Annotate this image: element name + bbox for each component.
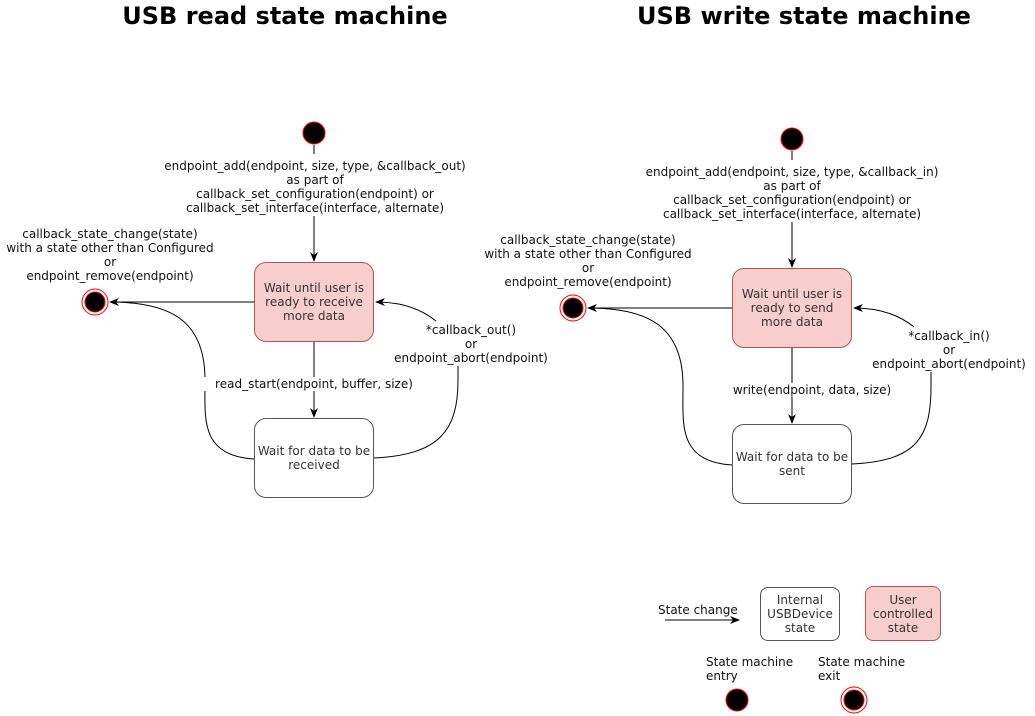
label-line: State machine (818, 655, 906, 669)
legend-entry-node (725, 688, 749, 712)
label-line: or (942, 343, 956, 357)
write-internal-state: Wait for data to be sent (732, 424, 852, 504)
read-forward-edge-label: read_start(endpoint, buffer, size) (204, 377, 424, 391)
label-line: callback_state_change(state) (22, 227, 198, 241)
label-line: endpoint_abort(endpoint) (394, 351, 548, 365)
label-line: or (103, 255, 117, 269)
write-back-edge-upper (853, 304, 915, 328)
read-exit-edge-label: callback_state_change(state) with a stat… (0, 227, 220, 283)
write-forward-edge-label: write(endpoint, data, size) (722, 383, 902, 397)
write-diagram-title: USB write state machine (637, 2, 971, 30)
write-back-edge-label: *callback_in() or endpoint_abort(endpoin… (866, 329, 1032, 371)
state-text-line: Internal (776, 593, 824, 607)
label-line: endpoint_remove(endpoint) (504, 275, 672, 289)
state-text-line: Wait until user is (263, 281, 365, 295)
read-back-edge-label: *callback_out() or endpoint_abort(endpoi… (388, 323, 554, 365)
read-user-state: Wait until user is ready to receive more… (254, 262, 374, 342)
label-line: or (581, 261, 595, 275)
label-line: callback_state_change(state) (500, 233, 676, 247)
label-line: entry (706, 669, 738, 683)
legend-internal-state: Internal USBDevice state (760, 587, 840, 641)
read-exit-node (84, 291, 106, 313)
state-text-line: received (288, 458, 340, 472)
state-text-line: sent (779, 464, 805, 478)
write-exit-edge-from-internal (587, 307, 733, 466)
legend-state-change-label: State change (658, 603, 738, 617)
legend-exit-node (843, 689, 865, 711)
label-line: callback_set_interface(interface, altern… (185, 201, 445, 215)
state-text-line: Wait until user is (741, 287, 843, 301)
read-internal-state: Wait for data to be received (254, 418, 374, 498)
label-line: endpoint_remove(endpoint) (26, 269, 194, 283)
read-entry-edge-label: endpoint_add(endpoint, size, type, &call… (150, 159, 480, 215)
state-text-line: controlled (873, 606, 933, 621)
label-line: with a state other than Configured (6, 241, 214, 255)
read-entry-node (302, 121, 326, 145)
label-line: *callback_in() (908, 329, 990, 343)
read-back-edge (373, 366, 459, 459)
label-line: callback_set_configuration(endpoint) or (196, 187, 434, 201)
read-diagram-title: USB read state machine (122, 2, 448, 30)
state-text-line: state (887, 620, 919, 635)
state-text-line: ready to send (750, 301, 834, 315)
write-exit-node (562, 297, 584, 319)
label-line: endpoint_add(endpoint, size, type, &call… (164, 159, 466, 173)
label-line: *callback_out() (425, 323, 517, 337)
label-line: callback_set_configuration(endpoint) or (673, 193, 911, 207)
label-line: exit (818, 669, 841, 683)
label-line: with a state other than Configured (484, 247, 692, 261)
write-entry-node (780, 127, 804, 151)
read-back-edge-upper (375, 298, 437, 322)
label-line: as part of (286, 173, 344, 187)
state-text-line: ready to receive (265, 295, 363, 309)
state-text-line: User (889, 592, 917, 607)
label-line: or (464, 337, 478, 351)
state-text-line: USBDevice (767, 607, 833, 621)
label-line: State machine (706, 655, 794, 669)
state-text-line: Wait for data to be (257, 444, 371, 458)
label-line: endpoint_add(endpoint, size, type, &call… (645, 165, 939, 179)
write-entry-edge-label: endpoint_add(endpoint, size, type, &call… (626, 165, 958, 221)
state-text-line: more data (283, 309, 345, 323)
label-line: endpoint_abort(endpoint) (872, 357, 1026, 371)
legend-user-state: User controlled state (865, 586, 941, 641)
label-line: callback_set_interface(interface, altern… (662, 207, 922, 221)
state-text-line: more data (761, 315, 823, 329)
state-text-line: state (784, 621, 816, 635)
write-user-state: Wait until user is ready to send more da… (732, 268, 852, 348)
state-text-line: Wait for data to be (735, 450, 849, 464)
label-line: as part of (763, 179, 821, 193)
write-exit-edge-label: callback_state_change(state) with a stat… (478, 233, 698, 289)
legend-entry-label: State machine entry (706, 655, 793, 683)
legend-exit-label: State machine exit (818, 655, 905, 683)
write-back-edge (851, 372, 932, 465)
